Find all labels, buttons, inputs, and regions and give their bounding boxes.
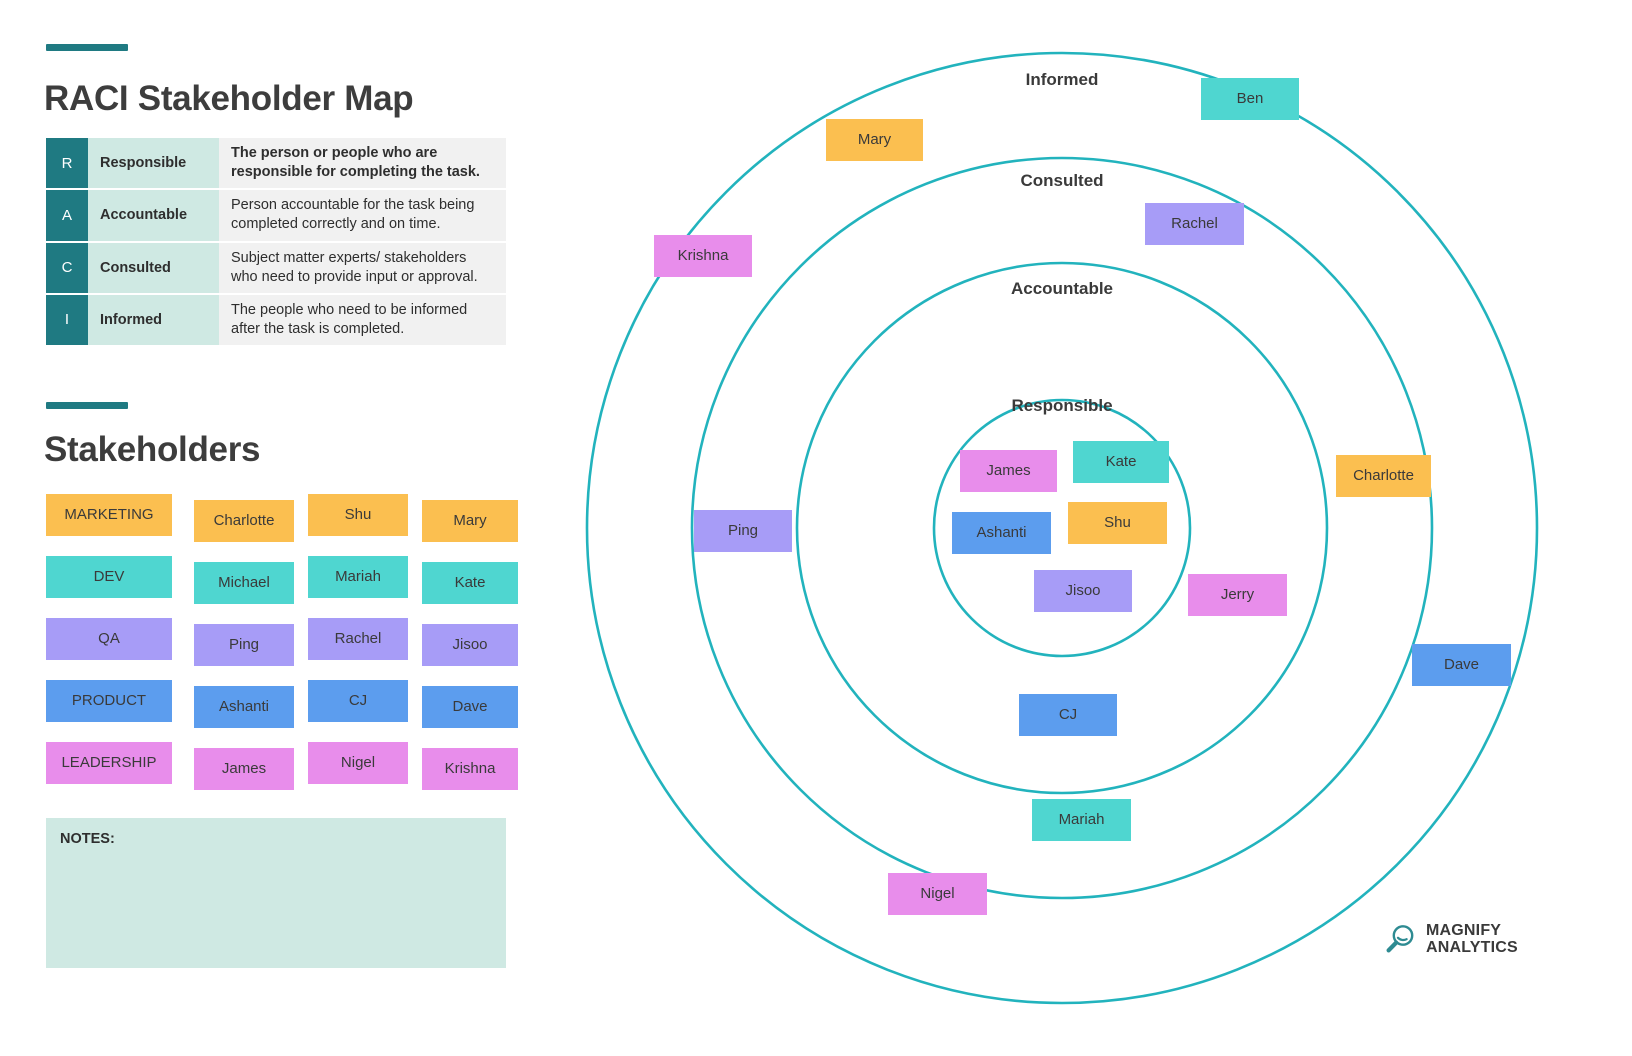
ring-circle <box>932 398 1192 658</box>
raci-role: Consulted <box>88 242 219 293</box>
diagram-node-chip[interactable]: Mary <box>826 119 923 161</box>
raci-description: The people who need to be informed after… <box>219 294 506 345</box>
raci-role: Responsible <box>88 138 219 189</box>
ring-circle <box>585 51 1539 1005</box>
notes-label: NOTES: <box>60 831 115 847</box>
diagram-node-chip[interactable]: Rachel <box>1145 203 1244 245</box>
diagram-node-chip[interactable]: James <box>960 450 1057 492</box>
stakeholder-member-chip[interactable]: Charlotte <box>194 500 294 542</box>
diagram-node-chip[interactable]: Dave <box>1412 644 1511 686</box>
diagram-node-chip[interactable]: Kate <box>1073 441 1169 483</box>
raci-role: Accountable <box>88 190 219 241</box>
stakeholder-row: DEV Michael Mariah Kate <box>46 556 518 618</box>
logo-line-1: MAGNIFY <box>1426 922 1502 939</box>
brand-logo: MAGNIFY ANALYTICS <box>1383 922 1518 957</box>
stakeholder-member-chip[interactable]: Michael <box>194 562 294 604</box>
raci-description: The person or people who are responsible… <box>219 138 506 189</box>
logo-text: MAGNIFY ANALYTICS <box>1426 922 1518 957</box>
ring-circle <box>795 261 1329 795</box>
raci-description: Person accountable for the task being co… <box>219 190 506 241</box>
raci-description: Subject matter experts/ stakeholders who… <box>219 242 506 293</box>
stakeholder-member-chip[interactable]: James <box>194 748 294 790</box>
stakeholder-member-chip[interactable]: Rachel <box>308 618 408 660</box>
stakeholder-member-chip[interactable]: Krishna <box>422 748 518 790</box>
diagram-node-chip[interactable]: Nigel <box>888 873 987 915</box>
ring-label: Consulted <box>1020 171 1104 190</box>
diagram-node-chip[interactable]: Charlotte <box>1336 455 1431 497</box>
page-title: RACI Stakeholder Map <box>44 79 414 118</box>
diagram-node-chip[interactable]: Ben <box>1201 78 1299 120</box>
stakeholder-member-chip[interactable]: Dave <box>422 686 518 728</box>
ring-circle <box>690 156 1434 900</box>
stakeholders-title: Stakeholders <box>44 430 261 469</box>
diagram-node-chip[interactable]: Jerry <box>1188 574 1287 616</box>
diagram-node-chip[interactable]: Ashanti <box>952 512 1051 554</box>
raci-letter: C <box>46 242 88 293</box>
diagram-node-chip[interactable]: Krishna <box>654 235 752 277</box>
stakeholder-member-chip[interactable]: Ashanti <box>194 686 294 728</box>
stakeholder-member-chip[interactable]: Shu <box>308 494 408 536</box>
stakeholder-row: PRODUCT Ashanti CJ Dave <box>46 680 518 742</box>
raci-letter: I <box>46 294 88 345</box>
raci-letter: R <box>46 138 88 189</box>
stakeholder-group-chip[interactable]: PRODUCT <box>46 680 172 722</box>
diagram-node-chip[interactable]: Shu <box>1068 502 1167 544</box>
accent-bar-title <box>46 44 128 51</box>
raci-role: Informed <box>88 294 219 345</box>
stakeholder-member-chip[interactable]: Mariah <box>308 556 408 598</box>
diagram-node-chip[interactable]: Jisoo <box>1034 570 1132 612</box>
stakeholder-member-chip[interactable]: Kate <box>422 562 518 604</box>
raci-letter: A <box>46 190 88 241</box>
stakeholder-member-chip[interactable]: Ping <box>194 624 294 666</box>
stakeholder-member-chip[interactable]: Jisoo <box>422 624 518 666</box>
stakeholder-group-chip[interactable]: QA <box>46 618 172 660</box>
ring-label: Responsible <box>1011 396 1113 415</box>
ring-label: Accountable <box>1010 279 1114 298</box>
stakeholder-row: LEADERSHIP James Nigel Krishna <box>46 742 518 804</box>
stakeholder-member-chip[interactable]: Mary <box>422 500 518 542</box>
diagram-node-chip[interactable]: Mariah <box>1032 799 1131 841</box>
stakeholder-row: MARKETING Charlotte Shu Mary <box>46 494 518 556</box>
stakeholder-member-chip[interactable]: Nigel <box>308 742 408 784</box>
accent-bar-stakeholders <box>46 402 128 409</box>
magnifying-glass-icon <box>1386 925 1414 953</box>
ring-circles <box>585 51 1539 1005</box>
ring-label: Informed <box>1025 70 1099 89</box>
notes-box[interactable]: NOTES: <box>46 818 506 968</box>
stakeholder-group-chip[interactable]: MARKETING <box>46 494 172 536</box>
logo-line-2: ANALYTICS <box>1426 939 1518 957</box>
stakeholder-group-chip[interactable]: DEV <box>46 556 172 598</box>
stakeholder-group-chip[interactable]: LEADERSHIP <box>46 742 172 784</box>
diagram-node-chip[interactable]: Ping <box>694 510 792 552</box>
stakeholder-row: QA Ping Rachel Jisoo <box>46 618 518 680</box>
stakeholder-member-chip[interactable]: CJ <box>308 680 408 722</box>
diagram-node-chip[interactable]: CJ <box>1019 694 1117 736</box>
